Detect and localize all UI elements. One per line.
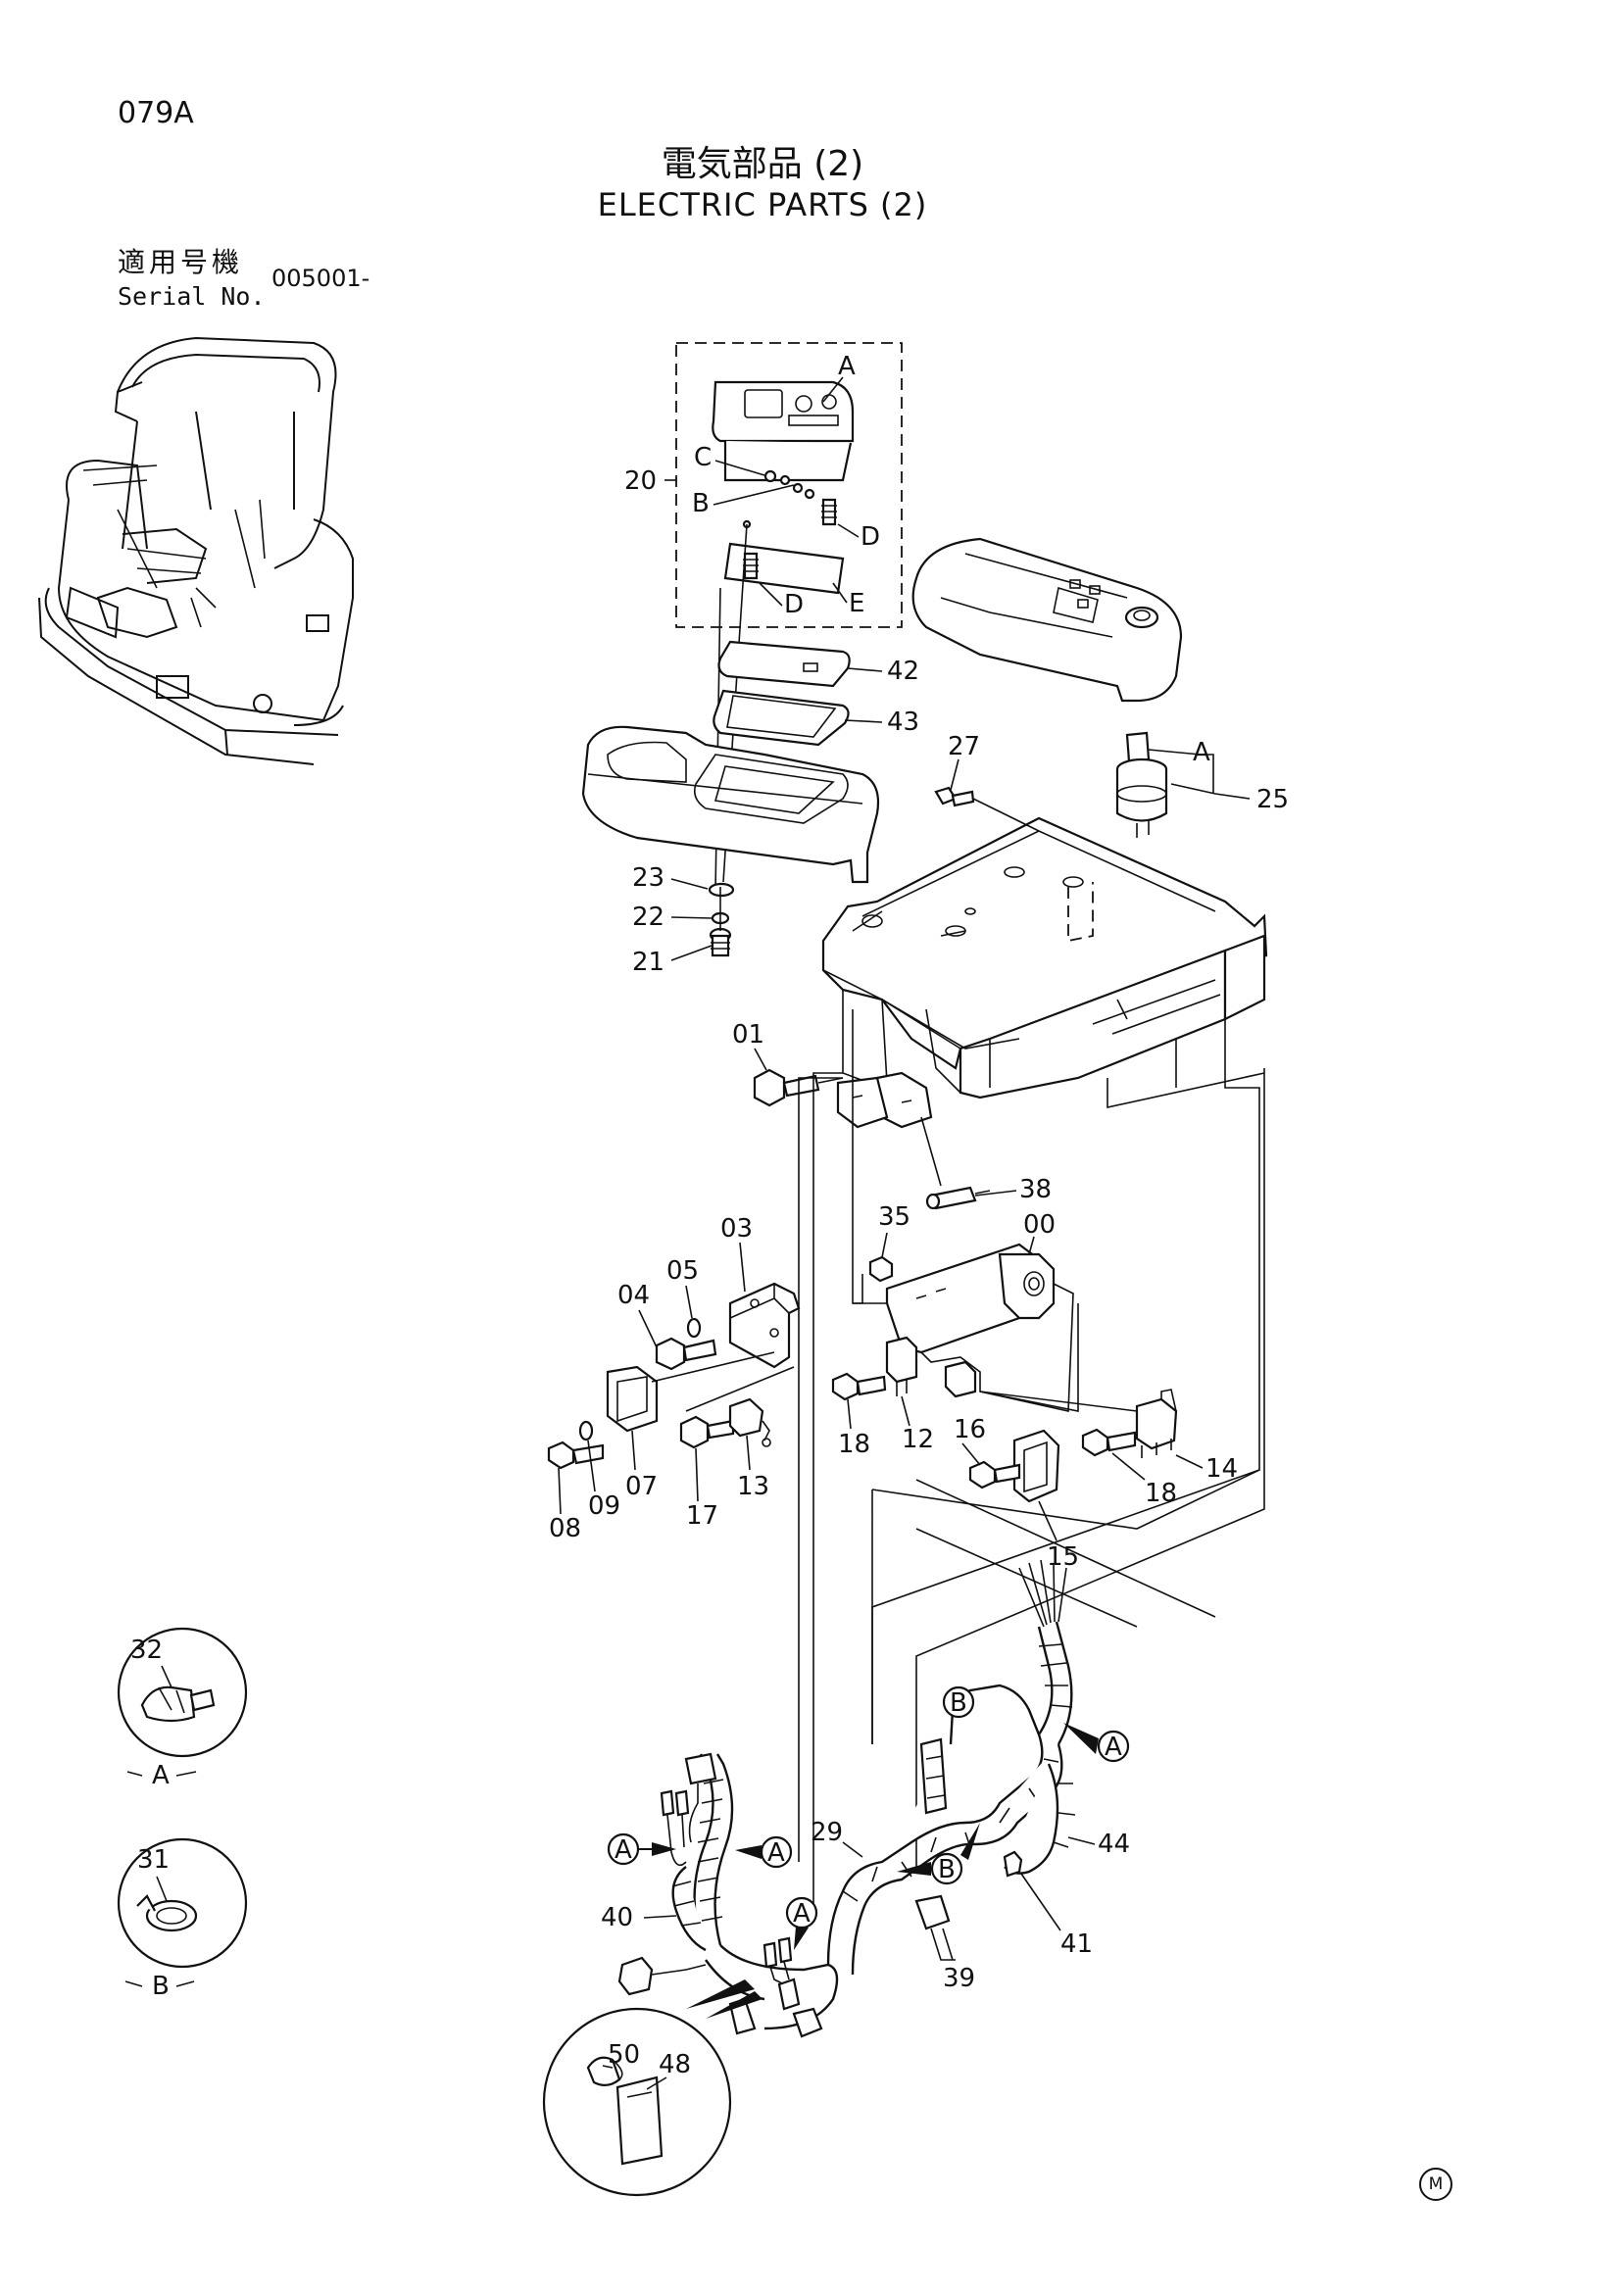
wire-harness-29	[693, 1559, 1076, 2030]
switch-panel-assembly	[675, 342, 903, 893]
callout-22: 22	[632, 903, 664, 932]
callout-29: 29	[811, 1818, 843, 1847]
panel-fasteners	[708, 882, 735, 957]
serial-label-jp: 適用号機	[118, 246, 244, 278]
callout-18-left: 18	[838, 1430, 870, 1459]
manufacturer-mark: M	[1419, 2168, 1452, 2201]
callout-13: 13	[737, 1472, 769, 1501]
detail-a-letter: A	[152, 1761, 170, 1790]
bubble-a-lower-label: A	[793, 1899, 811, 1929]
console-base-frame	[821, 816, 1268, 1129]
callout-39: 39	[943, 1964, 975, 1993]
relay-bracket-03	[547, 1282, 801, 1470]
serial-value: 005001-	[271, 265, 370, 292]
callout-48: 48	[659, 2050, 691, 2079]
wire-harness-40	[617, 1752, 823, 2038]
callout-25: 25	[1256, 785, 1289, 814]
bubble-b-mid-label: B	[938, 1855, 956, 1884]
callout-03: 03	[720, 1214, 753, 1244]
bubble-b-top-label: B	[950, 1688, 967, 1718]
detail-a-part-number: 32	[130, 1636, 163, 1665]
bubble-a-mid-label: A	[767, 1838, 785, 1868]
page-code: 079A	[118, 96, 194, 130]
callout-35: 35	[878, 1202, 910, 1232]
machine-overview-illustration	[38, 336, 354, 765]
bubble-a-right-label: A	[1105, 1733, 1122, 1762]
callout-27: 27	[948, 732, 980, 761]
assembly-leader-lines	[798, 1009, 1265, 1916]
callout-d-upper: D	[861, 522, 880, 552]
callout-01: 01	[732, 1020, 764, 1050]
callout-23: 23	[632, 863, 664, 893]
callout-14: 14	[1205, 1454, 1238, 1484]
right-console-cover	[911, 537, 1216, 838]
callout-b: B	[692, 489, 710, 518]
page-title-jp: 電気部品 (2)	[661, 144, 864, 184]
callout-40: 40	[601, 1903, 633, 1932]
callout-38: 38	[1019, 1175, 1052, 1204]
relay-bracket-00	[831, 1243, 1178, 1503]
part-callouts: 20 A C B D D E 42 43 27 A 25 23 22 21 01…	[124, 352, 1289, 2090]
callout-a-panel: A	[838, 352, 856, 381]
section-reference-bubbles: A A A A B B	[607, 1685, 1130, 2019]
callout-21: 21	[632, 948, 664, 977]
detail-circle-50-48	[542, 2007, 732, 2197]
callout-42: 42	[887, 657, 919, 686]
panel-gaskets	[713, 640, 851, 747]
callout-05: 05	[666, 1256, 699, 1286]
callout-d-lower: D	[784, 590, 804, 619]
callout-15: 15	[1047, 1542, 1079, 1572]
frame-fasteners	[753, 786, 1040, 1283]
callout-44: 44	[1098, 1830, 1130, 1859]
callout-e: E	[849, 589, 864, 618]
callout-43: 43	[887, 708, 919, 737]
callout-08: 08	[549, 1514, 581, 1543]
detail-b-letter: B	[152, 1972, 170, 2001]
bubble-a-left-label: A	[615, 1835, 632, 1865]
detail-a-clamp	[117, 1627, 248, 1758]
callout-16: 16	[954, 1415, 986, 1444]
callout-12: 12	[902, 1425, 934, 1454]
callout-07: 07	[625, 1472, 658, 1501]
detail-b-clamp	[117, 1837, 248, 1969]
callout-41: 41	[1060, 1930, 1093, 1959]
callout-50: 50	[608, 2040, 640, 2070]
callout-04: 04	[617, 1281, 650, 1310]
callout-a-key: A	[1193, 738, 1210, 767]
detail-b-part-number: 31	[137, 1845, 170, 1875]
callout-20: 20	[624, 466, 657, 496]
callout-17: 17	[686, 1501, 718, 1531]
callout-18-right: 18	[1145, 1479, 1177, 1508]
callout-c: C	[694, 443, 712, 472]
page-title-en: ELECTRIC PARTS (2)	[597, 186, 928, 223]
callout-00: 00	[1023, 1210, 1056, 1240]
left-console-cover	[581, 725, 880, 884]
callout-09: 09	[588, 1491, 620, 1521]
serial-label-en: Serial No.	[118, 282, 266, 311]
